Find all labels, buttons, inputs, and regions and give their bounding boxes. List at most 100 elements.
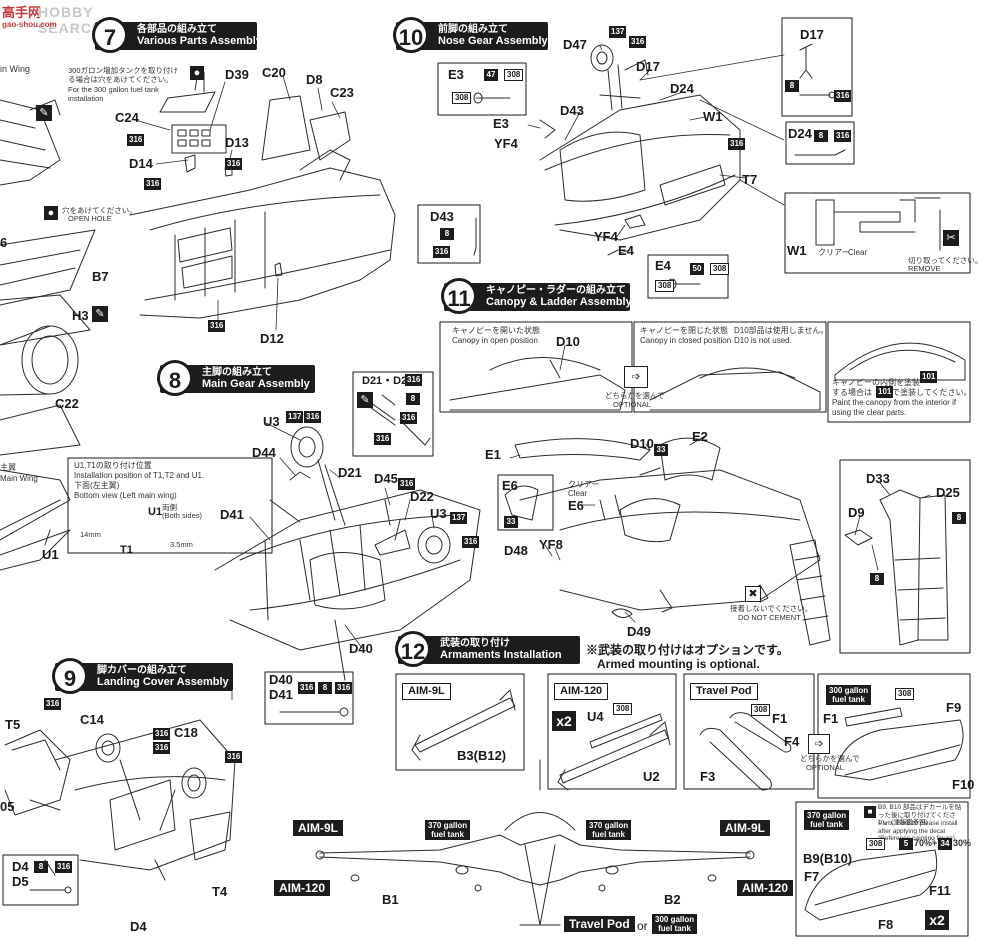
part-e4-box: E4 [655,258,671,273]
part-c22: C22 [55,396,79,411]
part-b7: B7 [92,269,109,284]
step9-title-jp: 脚カバーの組み立て [97,665,187,676]
step11-title-en: Canopy & Ladder Assembly [486,296,632,308]
part-d10-a: D10 [556,334,580,349]
step11-number: 11 [441,278,477,314]
or-text: or [637,919,648,933]
color-316-p: 316 [153,742,171,754]
step12-number: 12 [395,631,431,667]
mix-30pct: 30% [953,838,972,848]
u1-box-en2: Bottom view (Left main wing) [74,491,177,500]
aim9l-right-label: AIM-9L [720,820,770,836]
nocement-en: DO NOT CEMENT [738,613,801,622]
color-316-o: 316 [225,751,243,763]
watermark: 高手网 HOBBY SEARCH gao-shou.com [0,0,160,36]
step11-title-jp: キャノピー・ラダーの組み立て [486,285,626,296]
color-137-a: 137 [286,411,304,423]
step7-title-en: Various Parts Assembly [137,35,262,47]
fuel370-right-a: 370 gallon [589,821,629,830]
color-34: 34 [938,838,952,850]
canopy-closed-note-en: D10 is not used. [734,336,792,345]
step12-armaments-drawing [315,689,964,926]
color-8-d: 8 [440,228,454,240]
optional-jp-b: どちらかを選んで [800,754,860,763]
part-t4: T4 [212,884,228,899]
aim120-right-label: AIM-120 [737,880,794,896]
leader-lines [134,45,931,701]
part-d5-box: D5 [12,874,29,889]
part-d24-box: D24 [788,126,812,141]
part-d48: D48 [504,543,528,558]
color-308-f: 308 [751,704,771,716]
remove-jp: 切り取ってください。 [908,256,983,265]
drill-icon: ● [44,206,58,220]
color-316-h: 316 [304,411,322,423]
fuel370-right-b: fuel tank [592,830,626,839]
part-f3: F3 [700,769,716,784]
part-d8: D8 [306,72,323,87]
fuel370-left-a: 370 gallon [428,821,468,830]
part-u1: U1 [42,547,59,562]
open-hole-jp: 穴をあけてください。 [62,206,137,215]
part-b3-b12: B3(B12) [457,748,507,763]
step8-title-jp: 主脚の組み立て [202,367,272,378]
part-u3-b: U3 [430,506,447,521]
aim120-box-label: AIM-120 [554,683,609,700]
watermark-subtext: gao-shou.com [2,20,57,29]
u1-14mm: 14mm [80,530,101,539]
remove-en: REMOVE [908,264,941,273]
part-d17: D17 [636,59,660,74]
fuel300-label-a: 300 gallon [829,686,869,695]
canopy-open-jp: キャノピーを開いた状態 [452,326,540,335]
color-316-d: 316 [208,320,226,332]
inset-boxes [2,17,971,937]
decal-note-en: Parts, B9/B10 please install after apply… [878,820,958,842]
canopy-closed-jp: キャノピーを閉じた状態 [640,326,728,335]
part-e3-box: E3 [448,67,464,82]
step9-title-en: Landing Cover Assembly [97,676,229,688]
color-316-n: 316 [153,728,171,740]
step7-number: 7 [92,17,128,53]
color-8-h: 8 [870,573,884,585]
decal-icon: ■ [864,806,876,818]
step10-title: 10 前脚の組み立て Nose Gear Assembly [393,17,548,53]
optional-jp-a: どちらかを選んで [605,391,665,400]
color-101-a: 101 [920,371,938,383]
step8-number: 8 [157,360,193,396]
color-8-f: 8 [814,130,828,142]
fuel370-left-b: fuel tank [431,830,465,839]
part-u2: U2 [643,769,660,784]
fuel370-left-label: 370 gallon fuel tank [425,820,471,840]
travel-pod-box-label: Travel Pod [690,683,758,700]
part-c20: C20 [262,65,286,80]
fuel370-box-label: 370 gallon fuel tank [804,810,850,830]
color-316-b: 316 [144,178,162,190]
color-47: 47 [484,69,498,81]
armed-optional-en: Armed mounting is optional. [597,657,760,671]
color-316-q: 316 [55,861,73,873]
color-316-s: 316 [728,138,746,150]
part-t7: T7 [742,172,758,187]
part-c18: C18 [174,725,198,740]
color-137-b: 137 [450,512,468,524]
part-d12: D12 [260,331,284,346]
qty-x2-b: x2 [925,910,949,930]
part-d14: D14 [129,156,153,171]
fuel370-label-a: 370 gallon [807,811,847,820]
color-316-k: 316 [298,682,316,694]
color-8-g: 8 [952,512,966,524]
color-33-b: 33 [504,516,518,528]
part-u4: U4 [587,709,604,724]
clear-jp-b: クリアー [568,480,600,489]
color-316-m: 316 [44,698,62,710]
part-f1-b: F1 [823,711,839,726]
step9-title: 9 脚カバーの組み立て Landing Cover Assembly [52,658,233,694]
u1-both-en: (Both sides) [162,511,203,520]
paint-jp1: キャノピーの内側を塗装 [832,378,920,387]
step9-cover-drawing [4,719,236,894]
step8-title: 8 主脚の組み立て Main Gear Assembly [157,360,315,396]
step7-fuselage-drawing [129,71,396,319]
u1-box-jp2: 下面(左主翼) [74,481,120,490]
brush-icon: ✎ [92,306,108,322]
